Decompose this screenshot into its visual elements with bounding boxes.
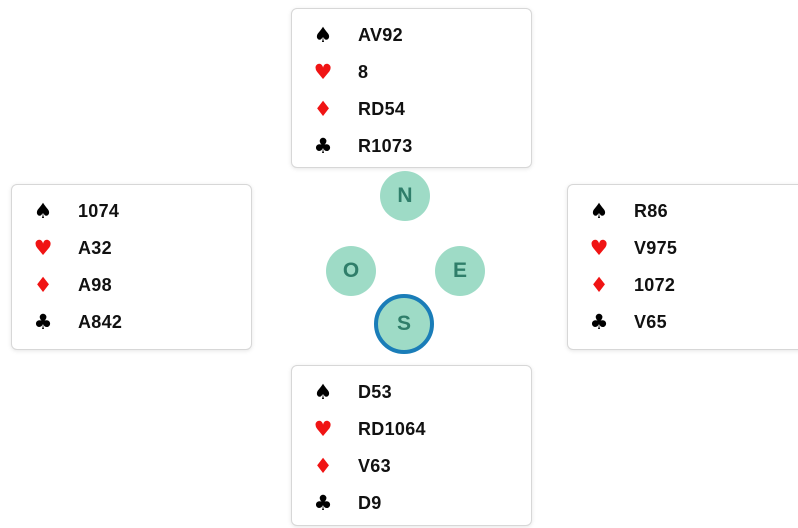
- suit-row-hearts: ♥ RD1064: [292, 411, 531, 448]
- spade-icon: ♠: [313, 23, 333, 47]
- seat-south-active[interactable]: S: [374, 294, 434, 354]
- club-icon: ♣: [313, 134, 333, 158]
- suit-row-spades: ♠ AV92: [292, 17, 531, 54]
- heart-icon: ♥: [313, 417, 333, 441]
- suit-row-hearts: ♥ A32: [12, 230, 251, 267]
- east-spades-cards: R86: [634, 201, 668, 221]
- north-hearts-cards: 8: [358, 62, 369, 82]
- suit-row-diamonds: ♦ RD54: [292, 91, 531, 128]
- south-clubs-cards: D9: [358, 493, 382, 513]
- west-clubs-cards: A842: [78, 312, 123, 332]
- suit-row-spades: ♠ R86: [568, 193, 798, 230]
- suit-row-diamonds: ♦ A98: [12, 267, 251, 304]
- south-hearts-cards: RD1064: [358, 419, 426, 439]
- club-icon: ♣: [589, 310, 609, 334]
- north-spades-cards: AV92: [358, 25, 403, 45]
- club-icon: ♣: [33, 310, 53, 334]
- diamond-icon: ♦: [33, 273, 53, 297]
- heart-icon: ♥: [589, 236, 609, 260]
- east-clubs-cards: V65: [634, 312, 667, 332]
- suit-row-clubs: ♣ R1073: [292, 128, 531, 165]
- suit-row-hearts: ♥ V975: [568, 230, 798, 267]
- east-diamonds-cards: 1072: [634, 275, 676, 295]
- east-hearts-cards: V975: [634, 238, 678, 258]
- hand-west: ♠ 1074 ♥ A32 ♦ A98 ♣ A842: [11, 184, 252, 350]
- diamond-icon: ♦: [313, 454, 333, 478]
- suit-row-diamonds: ♦ 1072: [568, 267, 798, 304]
- hand-east: ♠ R86 ♥ V975 ♦ 1072 ♣ V65: [567, 184, 798, 350]
- diamond-icon: ♦: [589, 273, 609, 297]
- west-diamonds-cards: A98: [78, 275, 112, 295]
- spade-icon: ♠: [33, 199, 53, 223]
- heart-icon: ♥: [33, 236, 53, 260]
- seat-east[interactable]: E: [435, 246, 485, 296]
- club-icon: ♣: [313, 491, 333, 515]
- west-hearts-cards: A32: [78, 238, 112, 258]
- seat-west[interactable]: O: [326, 246, 376, 296]
- north-clubs-cards: R1073: [358, 136, 413, 156]
- heart-icon: ♥: [313, 60, 333, 84]
- south-spades-cards: D53: [358, 382, 392, 402]
- suit-row-clubs: ♣ V65: [568, 304, 798, 341]
- suit-row-clubs: ♣ D9: [292, 485, 531, 522]
- suit-row-diamonds: ♦ V63: [292, 448, 531, 485]
- hand-south: ♠ D53 ♥ RD1064 ♦ V63 ♣ D9: [291, 365, 532, 526]
- spade-icon: ♠: [313, 380, 333, 404]
- spade-icon: ♠: [589, 199, 609, 223]
- hand-north: ♠ AV92 ♥ 8 ♦ RD54 ♣ R1073: [291, 8, 532, 168]
- seat-north[interactable]: N: [380, 171, 430, 221]
- south-diamonds-cards: V63: [358, 456, 391, 476]
- suit-row-spades: ♠ D53: [292, 374, 531, 411]
- diamond-icon: ♦: [313, 97, 333, 121]
- suit-row-spades: ♠ 1074: [12, 193, 251, 230]
- suit-row-hearts: ♥ 8: [292, 54, 531, 91]
- west-spades-cards: 1074: [78, 201, 120, 221]
- north-diamonds-cards: RD54: [358, 99, 406, 119]
- suit-row-clubs: ♣ A842: [12, 304, 251, 341]
